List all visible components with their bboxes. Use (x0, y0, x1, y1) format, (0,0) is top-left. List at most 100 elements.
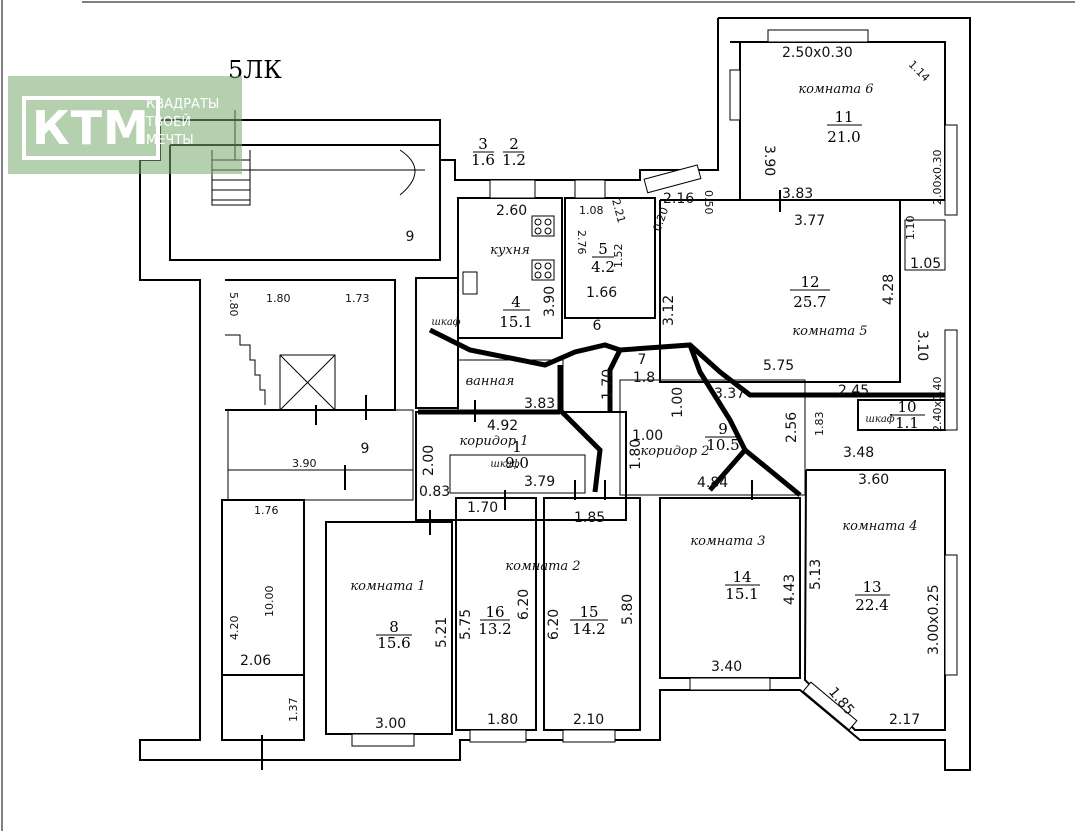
dim-label: 3.90 (761, 145, 777, 176)
dim-label: 3.83 (524, 396, 555, 412)
dim-label: 0.20 (651, 206, 672, 233)
dim-label: 3.83 (782, 186, 813, 202)
room3b-area: 15.1 (725, 585, 758, 603)
dim-label: 5.75 (763, 358, 794, 374)
closet-area: 1.1 (895, 414, 919, 432)
brand-logo-text: КТМ (22, 96, 160, 160)
dim-label: 2.45 (838, 383, 869, 399)
dim-label: 1.52 (612, 244, 625, 269)
dim-label: 2.40x0.40 (931, 377, 944, 433)
corridor1-area: 9.0 (505, 454, 529, 472)
dim-label: 2.16 (663, 191, 694, 207)
dim-label: 1.80 (266, 292, 291, 305)
dim-label: 3.77 (794, 213, 825, 229)
room3-label: комната 3 (690, 534, 765, 549)
dim-label: 2.76 (575, 230, 588, 255)
bath-label: ванная (466, 374, 515, 389)
kitchen-area: 15.1 (499, 313, 532, 331)
dim-label: 1.10 (904, 216, 917, 241)
dim-label: 5.80 (620, 594, 636, 625)
dim-label: 3.00 (375, 716, 406, 732)
corridor2-area: 10.5 (706, 436, 739, 454)
dim-label: 6.20 (516, 589, 532, 620)
corridor2-number: 9 (718, 420, 728, 438)
dim-1-8: 1.8 (633, 370, 655, 386)
room5-number: 12 (800, 273, 819, 291)
dim-label: 4.20 (228, 616, 241, 641)
dim-label: 1.80 (487, 712, 518, 728)
room2-15-number: 15 (579, 603, 598, 621)
corridor2-label: коридор 2 (640, 444, 709, 459)
dim-label: 2.17 (889, 712, 920, 728)
dim-label: 2.00 (421, 445, 437, 476)
room5-area: 25.7 (793, 293, 826, 311)
dim-label: 3.90 (542, 286, 558, 317)
dim-label: 3.48 (843, 445, 874, 461)
room2-15-area: 14.2 (572, 620, 605, 638)
dim-label: 4.92 (487, 418, 518, 434)
closet-label-corridor: шкаф (490, 459, 519, 470)
dim-label: 6.20 (546, 609, 562, 640)
dim-label: 2.10 (573, 712, 604, 728)
corridor1-label: коридор 1 (459, 434, 528, 449)
dim-label: 2.00x0.30 (931, 150, 944, 206)
brand-tagline: КВАДРАТЫ ТВОЕЙ МЕЧТЫ (146, 96, 242, 150)
dim-label: 1.70 (600, 369, 616, 400)
dim-label: 5.80 (227, 292, 240, 317)
dim-label: 1.05 (910, 256, 941, 272)
dimension-labels: 2.50x0.30 1.14 3.90 3.83 3.77 2.00x0.30 … (227, 45, 944, 732)
dim-label: 5.21 (434, 617, 450, 648)
dim-label: 2.21 (609, 197, 628, 224)
room1-area: 15.6 (377, 634, 410, 652)
dim-label: 1.70 (467, 500, 498, 516)
dim-label: 4.28 (881, 274, 897, 305)
dim-label: 3.40 (711, 659, 742, 675)
dim-label: 0.83 (419, 484, 450, 500)
dim-label: 3.90 (292, 457, 317, 470)
dim-label: 1.37 (287, 698, 300, 723)
dim-label: 2.60 (496, 203, 527, 219)
dim-label: 1.83 (813, 412, 826, 437)
room2-label: комната 2 (505, 559, 580, 574)
dim-label: 1.85 (574, 510, 605, 526)
dim-label: 0.50 (702, 190, 715, 215)
kitchen-number: 4 (511, 293, 521, 311)
dim-label: 3.00x0.25 (926, 584, 942, 655)
room2-number: 2 (509, 135, 519, 153)
closet-label-right: шкаф (865, 414, 894, 425)
stair-9-label: 9 (406, 229, 415, 245)
room-7-label: 7 (638, 352, 647, 368)
room4-number: 13 (862, 578, 881, 596)
room4-area: 22.4 (855, 596, 888, 614)
room3-number: 3 (478, 135, 488, 153)
dim-label: 1.00 (670, 387, 686, 418)
room-6-label: 6 (593, 318, 602, 334)
room-5small-area: 4.2 (591, 258, 615, 276)
dim-label: 1.66 (586, 285, 617, 301)
room1-number: 8 (389, 618, 399, 636)
dim-label: 1.08 (579, 204, 604, 217)
room2-area: 1.2 (502, 151, 526, 169)
hall-9-label: 9 (361, 441, 370, 457)
room2-16-number: 16 (485, 603, 504, 621)
dim-label: 2.50x0.30 (782, 45, 853, 61)
tagline-line: МЕЧТЫ (146, 133, 194, 148)
dim-label: 5.13 (808, 559, 824, 590)
dim-label: 3.10 (914, 330, 930, 361)
dim-label: 1.00 (632, 428, 663, 444)
tagline-line: КВАДРАТЫ (146, 97, 220, 112)
dim-label: 3.12 (661, 295, 677, 326)
dim-label: 1.73 (345, 292, 370, 305)
watermark-logo: КТМ КВАДРАТЫ ТВОЕЙ МЕЧТЫ (8, 76, 242, 174)
dim-label: 5.75 (458, 609, 474, 640)
room3-area: 1.6 (471, 151, 495, 169)
room-5small-number: 5 (598, 240, 608, 258)
room1-label: комната 1 (350, 579, 425, 594)
dim-label: 4.84 (697, 475, 728, 491)
dim-label: 4.43 (782, 574, 798, 605)
tagline-line: ТВОЕЙ (146, 115, 192, 130)
dim-label: 3.79 (524, 474, 555, 490)
dim-label: 3.60 (858, 472, 889, 488)
